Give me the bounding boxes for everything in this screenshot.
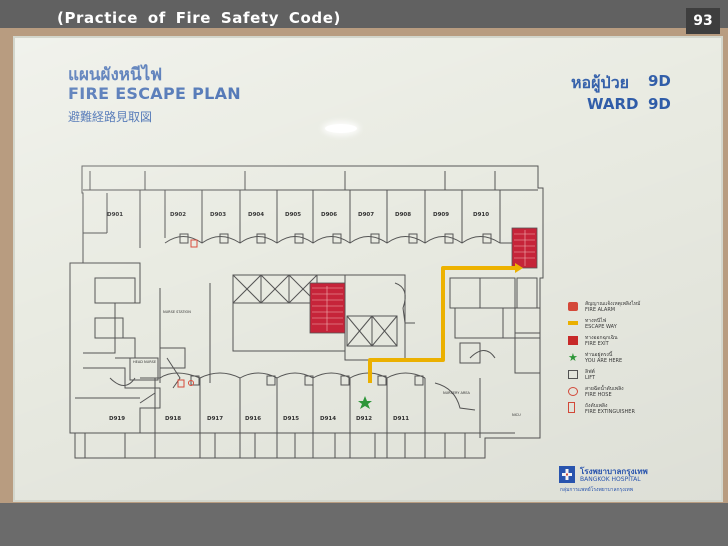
you-are-here-marker (358, 396, 372, 409)
room-label: D907 (358, 212, 374, 218)
legend-thai: สัญญาณแจ้งเหตุเพลิงไหม้ (585, 301, 641, 307)
sign-title-thai: แผนผังหนีไฟ (68, 65, 163, 85)
room-label: D909 (433, 212, 449, 218)
escape-route-path (368, 266, 515, 383)
slide-title: (Practice of Fire Safety Code) (57, 9, 341, 27)
legend-thai: ถังดับเพลิง (585, 403, 608, 409)
legend-thai: ทางออกฉุกเฉิน (585, 335, 618, 341)
nurse-station-label: NURSE STATION (163, 310, 191, 314)
legend-label: FIRE HOSE (585, 392, 612, 398)
legend-item-lift: ลิฟต์ LIFT (568, 368, 678, 385)
sign-title-en: FIRE ESCAPE PLAN (68, 84, 242, 103)
legend-label: FIRE ALARM (585, 307, 616, 313)
legend-item-escape-way: ทางหนีไฟ ESCAPE WAY (568, 317, 678, 334)
legend-item-fire-hose: สายฉีดน้ำดับเพลิง FIRE HOSE (568, 385, 678, 402)
room-label: D902 (170, 212, 186, 218)
fire-exit-icon (568, 336, 578, 345)
legend-label: LIFT (585, 375, 596, 381)
room-label: D917 (207, 416, 223, 422)
escape-route-arrow (515, 263, 523, 273)
legend-label: YOU ARE HERE (585, 358, 623, 364)
fire-exit-stairs-right (511, 227, 538, 269)
room-label: D918 (165, 416, 181, 422)
hospital-name-thai: โรงพยาบาลกรุงเทพ (580, 467, 648, 476)
escape-way-icon (568, 321, 578, 325)
ceiling-light-reflection (325, 124, 357, 133)
legend-item-fire-alarm: สัญญาณแจ้งเหตุเพลิงไหม้ FIRE ALARM (568, 300, 678, 317)
room-label: D915 (283, 416, 299, 422)
fire-alarm-icon (568, 302, 578, 311)
lift-icon (568, 370, 578, 379)
fire-hose-marker (188, 380, 194, 386)
legend-thai: สายฉีดน้ำดับเพลิง (585, 386, 624, 392)
floor-plan: D901 D902 D903 D904 D905 D906 D907 D908 … (69, 165, 544, 459)
room-label: D901 (107, 212, 123, 218)
room-label: D916 (245, 416, 261, 422)
nicu-label: NICU (512, 413, 521, 417)
legend-item-you-are-here: ★ ท่านอยู่ตรงนี้ YOU ARE HERE (568, 351, 678, 368)
room-label: D919 (109, 416, 125, 422)
room-label: D911 (393, 416, 409, 422)
legend-thai: ลิฟต์ (585, 369, 595, 375)
legend-label: ESCAPE WAY (585, 324, 617, 330)
hospital-cross-icon (562, 469, 572, 480)
legend-item-fire-exit: ทางออกฉุกเฉิน FIRE EXIT (568, 334, 678, 351)
ward-label-en: WARD (587, 95, 639, 113)
hospital-name-en: BANGKOK HOSPITAL (580, 476, 641, 483)
sign-photo: แผนผังหนีไฟ FIRE ESCAPE PLAN 避難経路見取図 หอผ… (0, 28, 728, 503)
room-label: D914 (320, 416, 336, 422)
legend-label: FIRE EXIT (585, 341, 609, 347)
slide-footer-bar (0, 503, 728, 546)
ward-number-thai-row: 9D (648, 72, 671, 90)
room-label: D908 (395, 212, 411, 218)
hospital-group-name: กลุ่มการแพทย์โรงพยาบาลกรุงเทพ (560, 487, 633, 493)
room-label: D912 (356, 416, 372, 422)
room-label: D910 (473, 212, 489, 218)
fire-hose-icon (568, 387, 578, 396)
legend-thai: ทางหนีไฟ (585, 318, 607, 324)
fire-exit-stairs-center (309, 282, 346, 334)
slide-number: 93 (686, 8, 720, 34)
room-label: D904 (248, 212, 264, 218)
nursery-area-label: NURSERY AREA (443, 391, 471, 395)
head-nurse-label: HEAD NURSE (133, 360, 156, 364)
fire-escape-sign: แผนผังหนีไฟ FIRE ESCAPE PLAN 避難経路見取図 หอผ… (13, 36, 723, 502)
fire-alarm-marker-bottom (177, 379, 185, 388)
fire-alarm-marker-top (190, 239, 198, 248)
room-label: D906 (321, 212, 337, 218)
ward-label-thai: หอผู้ป่วย (571, 73, 630, 92)
ward-number-en-row: 9D (648, 95, 671, 113)
legend-thai: ท่านอยู่ตรงนี้ (585, 352, 613, 358)
room-label: D905 (285, 212, 301, 218)
room-label: D903 (210, 212, 226, 218)
legend-item-fire-extinguisher: ถังดับเพลิง FIRE EXTINGUISHER (568, 402, 678, 419)
fire-extinguisher-icon (568, 402, 575, 413)
you-are-here-icon: ★ (568, 351, 578, 364)
sign-title-jp: 避難経路見取図 (68, 110, 153, 124)
legend: สัญญาณแจ้งเหตุเพลิงไหม้ FIRE ALARM ทางหน… (568, 300, 678, 419)
legend-label: FIRE EXTINGUISHER (585, 409, 635, 415)
